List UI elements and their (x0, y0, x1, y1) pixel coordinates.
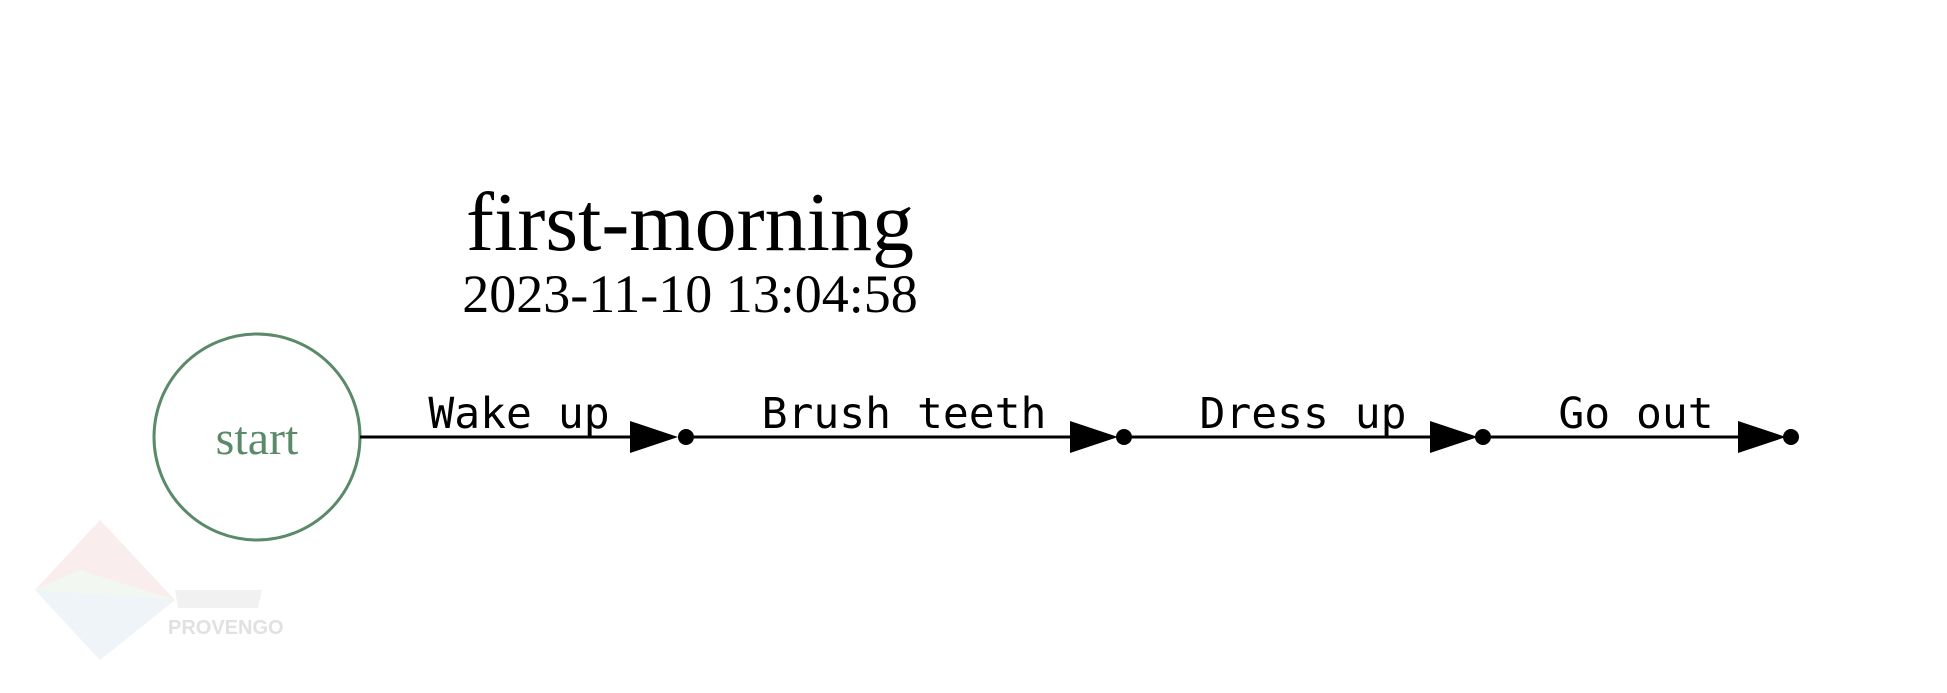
edge-label-go-out: Go out (1558, 389, 1713, 439)
start-node-label: start (216, 412, 299, 465)
transition-dress-up[interactable]: Dress up (1132, 389, 1478, 453)
state-node-3[interactable] (1475, 429, 1491, 445)
state-node-1[interactable] (678, 429, 694, 445)
edge-label-brush-teeth: Brush teeth (762, 389, 1047, 439)
arrowhead (1070, 421, 1118, 453)
edge-label-dress-up: Dress up (1199, 389, 1406, 439)
arrowhead (1430, 421, 1478, 453)
diagram-timestamp: 2023-11-10 13:04:58 (462, 264, 917, 324)
arrowhead (1738, 421, 1786, 453)
transition-brush-teeth[interactable]: Brush teeth (694, 389, 1118, 453)
start-node[interactable]: start (152, 332, 362, 542)
transition-go-out[interactable]: Go out (1491, 389, 1786, 453)
transition-wake-up[interactable]: Wake up (360, 389, 678, 453)
arrowhead (630, 421, 678, 453)
edge-label-wake-up: Wake up (428, 389, 609, 439)
state-node-4[interactable] (1783, 429, 1799, 445)
state-node-2[interactable] (1116, 429, 1132, 445)
watermark-text: PROVENGO (168, 617, 284, 639)
provengo-watermark-logo: PROVENGO (35, 520, 284, 660)
diagram-title: first-morning (466, 176, 914, 269)
